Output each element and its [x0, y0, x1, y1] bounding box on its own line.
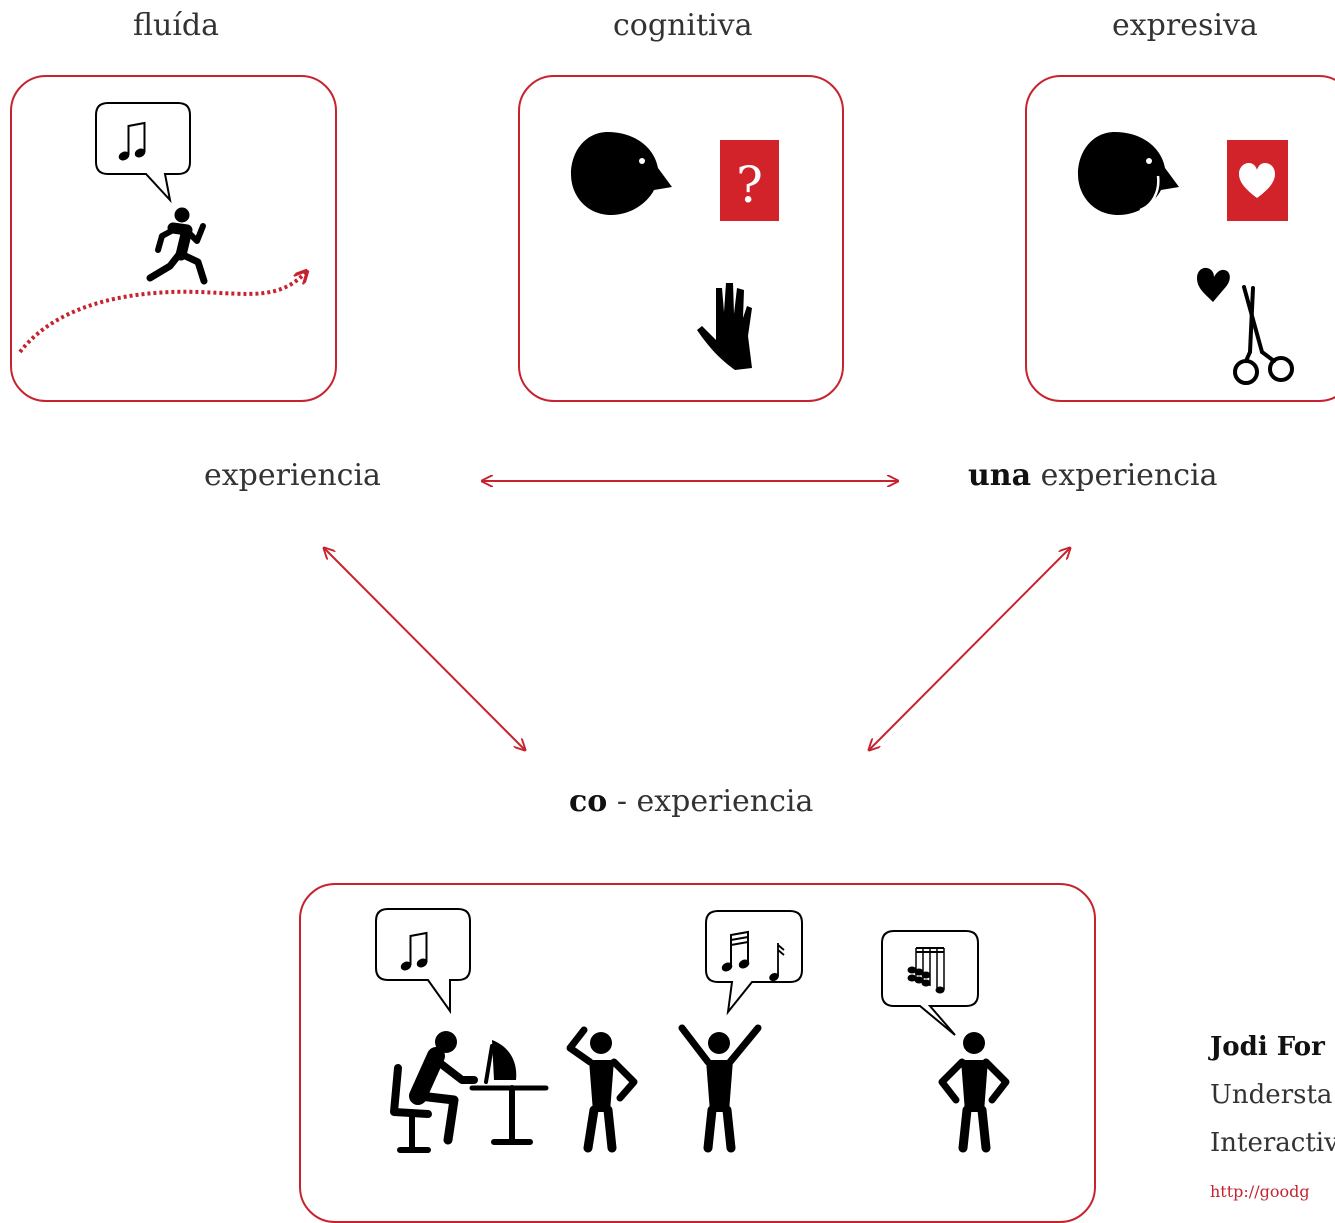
arrow-una-co	[869, 548, 1070, 750]
box-cognitiva	[518, 75, 844, 402]
credit-name: Jodi For	[1210, 1032, 1325, 1062]
credit-line-1: Understa	[1210, 1080, 1333, 1110]
node-una-experiencia: una experiencia	[968, 458, 1218, 493]
header-fluida: fluída	[133, 8, 220, 43]
header-cognitiva: cognitiva	[613, 8, 753, 43]
runner-icon	[146, 207, 208, 285]
music-note-3-icon	[907, 947, 945, 994]
question-card-icon: ?	[720, 140, 779, 221]
una-rest: experiencia	[1031, 458, 1218, 493]
co-rest: - experiencia	[607, 784, 814, 819]
dotted-path-arrow-icon	[18, 272, 306, 354]
music-note-2-icon	[721, 930, 785, 982]
face-icon	[571, 132, 672, 215]
person-at-computer-icon	[390, 1031, 549, 1153]
box-fluida	[10, 75, 337, 402]
scissors-icon	[1233, 285, 1294, 385]
thinking-person-icon	[566, 1026, 638, 1153]
hand-icon	[697, 283, 752, 370]
box-expresiva	[1025, 75, 1335, 402]
node-experiencia: experiencia	[204, 458, 381, 493]
header-expresiva: expresiva	[1112, 8, 1258, 43]
credit-line-2: Interactiv	[1210, 1128, 1335, 1158]
heart-card-icon	[1227, 140, 1288, 221]
cheering-person-icon	[678, 1024, 762, 1153]
arrow-experiencia-co	[324, 548, 525, 750]
una-bold: una	[968, 458, 1032, 493]
speech-bubble-2-icon	[705, 910, 803, 1016]
question-mark: ?	[736, 156, 763, 214]
co-bold: co	[569, 784, 608, 819]
standing-person-icon	[938, 1032, 1010, 1153]
node-co-experiencia: co - experiencia	[569, 784, 813, 819]
credit-url[interactable]: http://goodg	[1210, 1182, 1310, 1201]
heart-icon	[1197, 267, 1230, 302]
smiling-face-icon	[1078, 132, 1179, 215]
